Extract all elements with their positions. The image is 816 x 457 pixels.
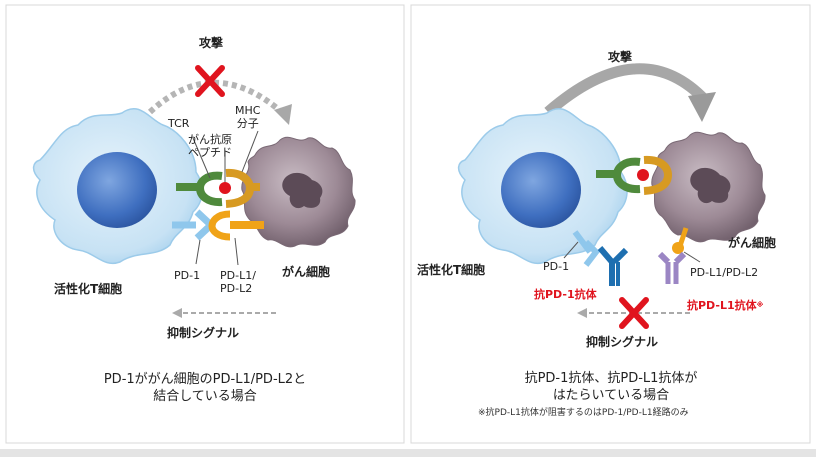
right-caption-line2: はたらいている場合 <box>552 388 670 403</box>
left-signal-arrowhead <box>172 308 182 318</box>
left-caption-line2: 結合している場合 <box>153 389 257 404</box>
left-antigen-line2: ペプチド <box>188 146 232 159</box>
left-attack-arrow <box>147 79 288 118</box>
left-signal-label: 抑制シグナル <box>167 326 240 340</box>
right-anti-pdl1-label: 抗PD-L1抗体※ <box>687 299 763 312</box>
left-caption: PD-1ががん細胞のPD-L1/PD-L2と 結合している場合 <box>30 371 380 405</box>
right-note-mark: ※ <box>756 301 764 309</box>
left-pdl-line1: PD-L1/ <box>220 269 256 282</box>
left-tcr-receptor <box>176 171 223 207</box>
right-anti-pd1-antibody <box>597 246 629 286</box>
right-footnote: ※抗PD-L1抗体が阻害するのはPD-1/PD-L1経路のみ <box>478 408 689 418</box>
left-mhc-stem <box>250 183 260 191</box>
left-pd1-label: PD-1 <box>174 269 201 282</box>
right-tcell-label: 活性化T細胞 <box>417 263 486 277</box>
right-attack-arrow <box>544 63 709 117</box>
left-tcell-nucleus <box>77 152 157 228</box>
left-antigen-line1: がん抗原 <box>188 133 232 146</box>
right-anti-pdl1-antibody <box>657 251 687 284</box>
right-anti-pd1-label: 抗PD-1抗体 <box>534 288 597 301</box>
right-tcell-nucleus <box>501 152 581 228</box>
left-tcell-label: 活性化T細胞 <box>54 282 123 296</box>
right-tcr-receptor <box>596 157 641 194</box>
right-signal-label: 抑制シグナル <box>586 335 659 349</box>
right-leader-lines <box>563 241 701 263</box>
right-cross-icon <box>619 297 649 329</box>
left-attack-arrowhead <box>274 104 292 125</box>
right-caption-line1: 抗PD-1抗体、抗PD-L1抗体が <box>524 371 698 386</box>
left-caption-line1: PD-1ががん細胞のPD-L1/PD-L2と <box>103 372 307 387</box>
left-peptide-icon <box>219 182 231 194</box>
right-pd1-label: PD-1 <box>543 260 570 273</box>
left-cross-icon <box>195 65 225 97</box>
left-mhc-line2: 分子 <box>236 117 259 130</box>
right-attack-arrowhead <box>688 92 716 122</box>
right-anti-pdl1-text: 抗PD-L1抗体 <box>687 299 757 312</box>
left-pdl-label: PD-L1/ PD-L2 <box>220 269 256 295</box>
right-signal-arrowhead <box>577 308 587 318</box>
left-antigen-label: がん抗原 ペプチド <box>188 133 232 159</box>
right-peptide-icon <box>637 169 649 181</box>
right-mhc <box>643 155 673 195</box>
bottom-band <box>0 449 816 457</box>
left-mhc-label: MHC 分子 <box>235 104 260 130</box>
right-pdl-ligand <box>672 227 689 254</box>
left-mhc-line1: MHC <box>235 104 261 117</box>
right-cancer-label: がん細胞 <box>728 236 777 250</box>
left-pdl-ligand <box>208 210 264 241</box>
right-cancer-nucleus <box>690 167 731 204</box>
right-caption: 抗PD-1抗体、抗PD-L1抗体が はたらいている場合 <box>436 370 786 404</box>
left-attack-label: 攻撃 <box>199 36 224 50</box>
right-pd1-receptor <box>572 230 600 267</box>
right-attack-label: 攻撃 <box>608 50 633 64</box>
right-pdl-label: PD-L1/PD-L2 <box>690 266 759 279</box>
left-tcr-label: TCR <box>168 117 190 130</box>
left-cancer-nucleus <box>282 172 323 209</box>
left-leader-lines <box>192 130 259 266</box>
left-cancer-label: がん細胞 <box>282 265 331 279</box>
left-pdl-line2: PD-L2 <box>220 282 253 295</box>
